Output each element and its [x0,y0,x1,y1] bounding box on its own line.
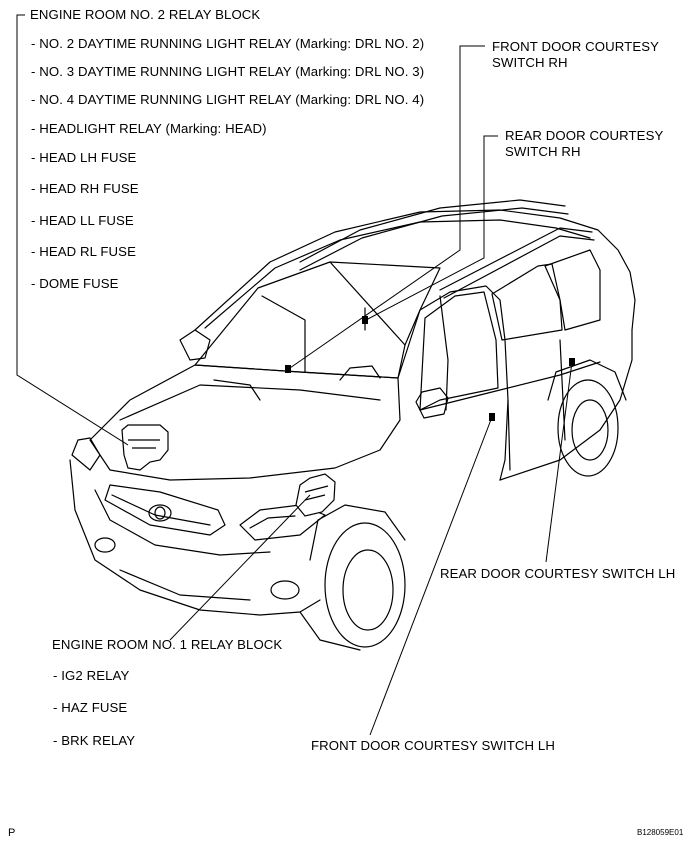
relay-block-2-item: - HEAD RH FUSE [31,181,139,196]
relay-block-1-item: - IG2 RELAY [53,668,130,683]
relay-block-1-title: ENGINE ROOM NO. 1 RELAY BLOCK [52,637,283,652]
leader-relay-block-1 [170,495,310,640]
front-door-rh-label-line1: FRONT DOOR COURTESY [492,39,660,54]
relay-block-2-item: - NO. 2 DAYTIME RUNNING LIGHT RELAY (Mar… [31,36,425,51]
fog-lamp [271,581,299,599]
front-door-rh-label-line2: SWITCH RH [492,55,568,70]
front-bumper [70,460,320,615]
headlight-right [240,505,325,540]
relay-block-2-item: - HEAD RL FUSE [31,244,136,259]
relay-block-1-component [296,474,335,516]
front-wheel [325,523,405,647]
leader-rear-door-lh [546,362,572,562]
relay-block-2-item: - HEAD LH FUSE [31,150,137,165]
rear-door-window [492,264,562,340]
rear-door-rh-label-line1: REAR DOOR COURTESY [505,128,664,143]
grille [105,485,225,535]
leader-relay-block-2 [17,15,128,445]
roof-rail [300,200,565,262]
front-door-lh-label: FRONT DOOR COURTESY SWITCH LH [311,738,555,753]
rear-door-lh-label: REAR DOOR COURTESY SWITCH LH [440,566,676,581]
relay-block-2-item: - NO. 4 DAYTIME RUNNING LIGHT RELAY (Mar… [31,92,425,107]
figure-code: B128059E01 [637,828,684,837]
switch-front-rh-marker [285,365,291,373]
rear-wheel [558,380,618,476]
relay-block-2-item: - HEAD LL FUSE [31,213,134,228]
leader-front-door-lh [370,417,492,735]
hood [90,365,400,480]
relay-block-2-title: ENGINE ROOM NO. 2 RELAY BLOCK [30,7,261,22]
page-letter: P [8,827,16,839]
switch-rear-rh-marker [362,316,368,324]
rear-door-rh-label-line2: SWITCH RH [505,144,581,159]
leader-rear-door-rh [366,136,498,320]
roof-outline [195,210,635,330]
toyota-emblem [149,505,171,521]
relay-block-1-item: - HAZ FUSE [53,700,128,715]
relay-block-1-item: - BRK RELAY [53,733,136,748]
headlight-left [72,438,100,470]
left-mirror [180,330,210,360]
relay-block-2-item: - HEADLIGHT RELAY (Marking: HEAD) [31,121,267,136]
leader-front-door-rh [290,46,485,368]
relay-block-2-item: - NO. 3 DAYTIME RUNNING LIGHT RELAY (Mar… [31,64,425,79]
relay-block-2-item: - DOME FUSE [31,276,119,291]
side-mirror [416,388,448,418]
front-door-window [420,292,498,410]
